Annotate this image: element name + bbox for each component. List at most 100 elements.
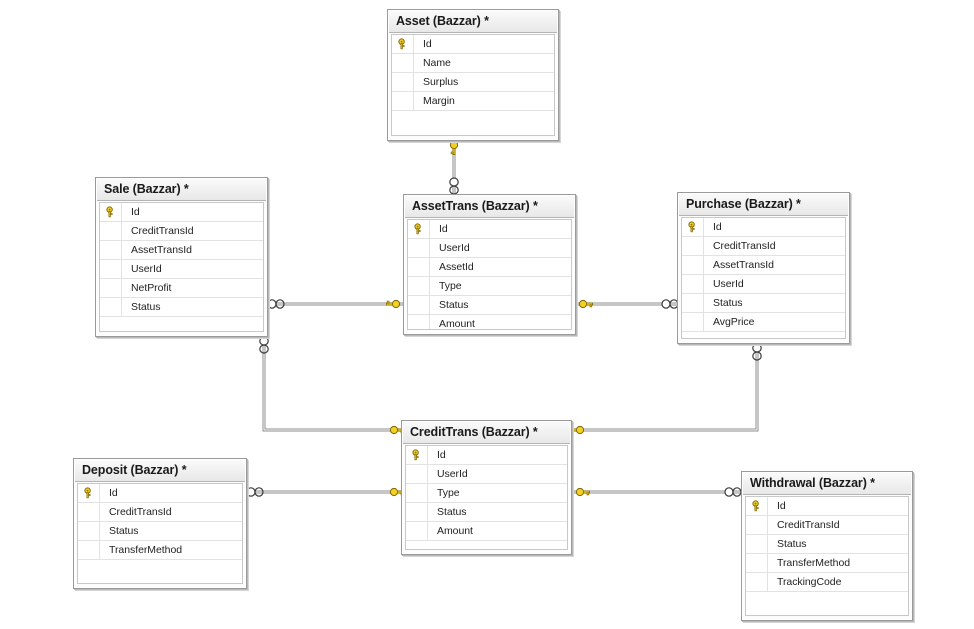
field-key-cell-empty bbox=[100, 298, 122, 316]
field-row[interactable]: Id bbox=[100, 203, 263, 222]
entity-title-sale[interactable]: Sale (Bazzar) * bbox=[97, 179, 266, 201]
field-row[interactable]: Status bbox=[408, 296, 571, 315]
field-row[interactable]: Id bbox=[392, 35, 554, 54]
field-row[interactable]: CreditTransId bbox=[100, 222, 263, 241]
entity-title-credittrans[interactable]: CreditTrans (Bazzar) * bbox=[403, 422, 570, 444]
entity-title-withdrawal[interactable]: Withdrawal (Bazzar) * bbox=[743, 473, 911, 495]
field-row[interactable]: Status bbox=[78, 522, 242, 541]
field-row[interactable]: Id bbox=[78, 484, 242, 503]
field-name: Status bbox=[131, 301, 161, 313]
field-row[interactable]: Id bbox=[682, 218, 845, 237]
field-row[interactable]: CreditTransId bbox=[78, 503, 242, 522]
field-row[interactable]: UserId bbox=[100, 260, 263, 279]
field-key-cell-empty bbox=[392, 73, 414, 91]
field-key-cell-empty bbox=[100, 241, 122, 259]
field-row[interactable]: Id bbox=[406, 446, 567, 465]
field-key-cell-empty bbox=[408, 277, 430, 295]
field-row[interactable]: AvgPrice bbox=[682, 313, 845, 332]
field-key-cell-empty bbox=[682, 294, 704, 312]
field-row[interactable]: AssetTransId bbox=[100, 241, 263, 260]
field-name: Id bbox=[423, 38, 432, 50]
field-key-cell-empty bbox=[682, 313, 704, 331]
field-key-cell-empty bbox=[78, 522, 100, 540]
entity-title-assettrans[interactable]: AssetTrans (Bazzar) * bbox=[405, 196, 574, 218]
field-row[interactable]: Status bbox=[100, 298, 263, 317]
field-key-cell-empty bbox=[392, 92, 414, 110]
field-row[interactable]: Id bbox=[408, 220, 571, 239]
field-row[interactable]: UserId bbox=[682, 275, 845, 294]
field-row[interactable]: CreditTransId bbox=[746, 516, 908, 535]
field-name: Id bbox=[777, 500, 786, 512]
field-name: AvgPrice bbox=[713, 316, 755, 328]
key-icon bbox=[78, 484, 100, 502]
field-name: Surplus bbox=[423, 76, 459, 88]
field-row[interactable]: Id bbox=[746, 497, 908, 516]
field-name: TrackingCode bbox=[777, 576, 842, 588]
field-name: Id bbox=[713, 221, 722, 233]
field-row[interactable]: Name bbox=[392, 54, 554, 73]
field-row[interactable]: NetProfit bbox=[100, 279, 263, 298]
field-row[interactable]: Surplus bbox=[392, 73, 554, 92]
field-key-cell-empty bbox=[408, 296, 430, 314]
entity-title-purchase[interactable]: Purchase (Bazzar) * bbox=[679, 194, 848, 216]
field-key-cell-empty bbox=[408, 258, 430, 276]
field-key-cell-empty bbox=[78, 503, 100, 521]
field-row[interactable]: Type bbox=[408, 277, 571, 296]
entity-title-deposit[interactable]: Deposit (Bazzar) * bbox=[75, 460, 245, 482]
field-key-cell-empty bbox=[746, 554, 768, 572]
field-name: UserId bbox=[437, 468, 468, 480]
field-name: Amount bbox=[439, 318, 475, 330]
entity-title-asset[interactable]: Asset (Bazzar) * bbox=[389, 11, 557, 33]
field-row[interactable]: Type bbox=[406, 484, 567, 503]
field-key-cell-empty bbox=[406, 484, 428, 502]
field-row[interactable]: AssetTransId bbox=[682, 256, 845, 275]
field-row[interactable]: TransferMethod bbox=[746, 554, 908, 573]
relationship-purchase-credittrans[interactable] bbox=[572, 344, 759, 432]
field-row[interactable]: AssetId bbox=[408, 258, 571, 277]
field-row[interactable]: Amount bbox=[408, 315, 571, 330]
field-key-cell-empty bbox=[408, 239, 430, 257]
field-row[interactable]: Status bbox=[682, 294, 845, 313]
field-row[interactable]: UserId bbox=[408, 239, 571, 258]
field-name: Status bbox=[437, 506, 467, 518]
field-name: TransferMethod bbox=[777, 557, 851, 569]
field-row[interactable]: TrackingCode bbox=[746, 573, 908, 592]
field-row[interactable]: TransferMethod bbox=[78, 541, 242, 560]
key-icon bbox=[100, 203, 122, 221]
field-key-cell-empty bbox=[682, 256, 704, 274]
field-row[interactable]: Status bbox=[406, 503, 567, 522]
field-name: Type bbox=[437, 487, 460, 499]
relationship-sale-credittrans[interactable] bbox=[262, 337, 401, 432]
field-name: Status bbox=[109, 525, 139, 537]
field-row[interactable]: Amount bbox=[406, 522, 567, 541]
field-row[interactable]: CreditTransId bbox=[682, 237, 845, 256]
field-key-cell-empty bbox=[682, 237, 704, 255]
field-row[interactable]: UserId bbox=[406, 465, 567, 484]
field-row[interactable]: Status bbox=[746, 535, 908, 554]
field-row[interactable]: Margin bbox=[392, 92, 554, 111]
key-icon bbox=[406, 446, 428, 464]
field-key-cell-empty bbox=[746, 573, 768, 591]
field-name: AssetId bbox=[439, 261, 474, 273]
key-icon bbox=[408, 220, 430, 238]
key-icon bbox=[392, 35, 414, 53]
key-icon bbox=[682, 218, 704, 236]
field-name: NetProfit bbox=[131, 282, 172, 294]
field-key-cell-empty bbox=[408, 315, 430, 329]
field-name: CreditTransId bbox=[131, 225, 194, 237]
